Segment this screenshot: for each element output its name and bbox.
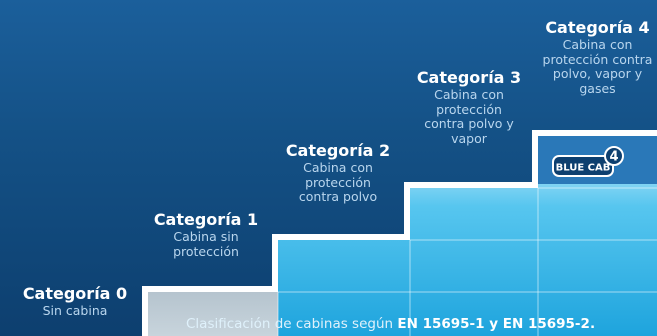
category-3-description: Cabina con protección contra polvo y vap…: [424, 87, 514, 146]
blue-cab-logo: BLUE CAB 4: [552, 146, 624, 177]
category-0-title: Categoría 0: [22, 284, 128, 303]
caption-standard-2: EN 15695-2: [502, 316, 590, 332]
caption-prefix: Clasificación de cabinas según: [186, 316, 398, 332]
caption-connector: y: [484, 316, 503, 332]
category-2-description: Cabina con protección contra polvo: [298, 160, 378, 204]
logo-badge: 4: [609, 150, 618, 165]
category-2: Categoría 2 Cabina con protección contra…: [277, 141, 399, 205]
category-0: Categoría 0 Sin cabina: [12, 284, 138, 319]
grid-lines: [277, 187, 657, 336]
category-4: Categoría 4 Cabina con protección contra…: [538, 18, 657, 96]
logo-text: BLUE CAB: [556, 163, 611, 174]
caption-suffix: .: [589, 316, 596, 332]
category-1-title: Categoría 1: [153, 210, 259, 229]
standards-caption: Clasificación de cabinas según EN 15695-…: [186, 316, 595, 332]
category-1: Categoría 1 Cabina sin protección: [146, 210, 266, 259]
category-2-title: Categoría 2: [285, 141, 391, 160]
category-3-title: Categoría 3: [416, 68, 522, 87]
category-4-description: Cabina con protección contra polvo, vapo…: [542, 37, 653, 96]
caption-standard-1: EN 15695-1: [397, 316, 485, 332]
category-3: Categoría 3 Cabina con protección contra…: [408, 68, 530, 146]
category-1-description: Cabina sin protección: [173, 229, 239, 259]
step-fill-blue: [278, 136, 657, 336]
staircase-outline: [142, 130, 657, 336]
category-0-description: Sin cabina: [42, 303, 108, 318]
category-4-title: Categoría 4: [545, 18, 650, 37]
